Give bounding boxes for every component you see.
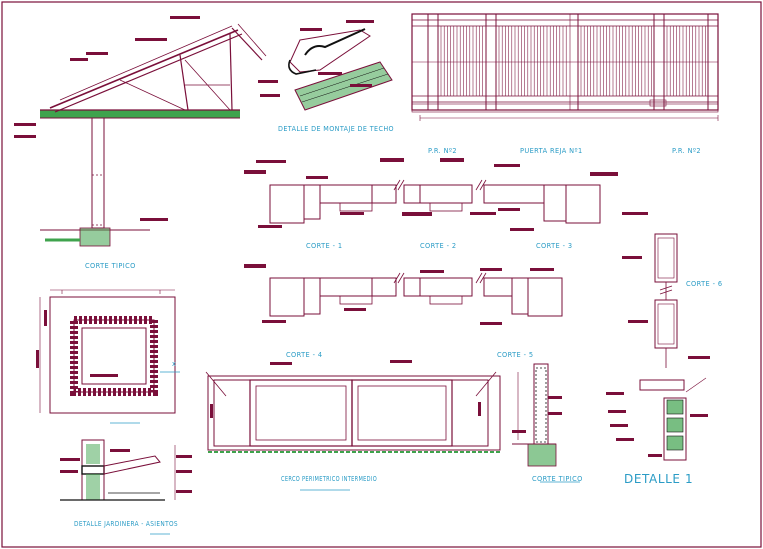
corte-3-label: CORTE - 3 <box>536 242 572 250</box>
corte-2-label: CORTE - 2 <box>420 242 456 250</box>
corte-4-label: CORTE - 4 <box>286 351 322 359</box>
corte-tipico-2-drawing <box>512 363 580 483</box>
corte-row-2-drawing <box>244 264 563 325</box>
techo-detail-title: DETALLE DE MONTAJE DE TECHO <box>278 125 394 133</box>
detalle-1-drawing <box>606 377 708 461</box>
svg-text:x: x <box>172 360 176 368</box>
roof-mount-detail-drawing <box>258 20 393 111</box>
drawing-labels: DETALLE DE MONTAJE DE TECHO P.R. Nº2 PUE… <box>74 125 722 528</box>
corte-6-label: CORTE - 6 <box>686 280 722 288</box>
corte-tipico-label: CORTE TIPICO <box>85 262 136 270</box>
detalle-1-label: DETALLE 1 <box>624 472 693 486</box>
corte-1-label: CORTE - 1 <box>306 242 342 250</box>
corte-5-label: CORTE - 5 <box>497 351 533 359</box>
corte-1-3-drawing <box>244 158 618 231</box>
column-plan-drawing: x <box>36 289 180 424</box>
corte-tipico-2-label: CORTE TIPICO <box>532 475 583 483</box>
puerta-main-label: PUERTA REJA Nº1 <box>520 147 583 155</box>
cerco-label: CERCO PERIMETRICO INTERMEDIO <box>281 475 377 483</box>
puerta-p2-left-label: P.R. Nº2 <box>428 147 457 155</box>
detalle-jardinera-label: DETALLE JARDINERA - ASIENTOS <box>74 520 178 528</box>
jardinera-detail-drawing <box>60 439 192 535</box>
cerco-perimetrico-drawing <box>205 360 501 491</box>
corte-6-drawing <box>622 212 710 368</box>
puerta-p2-right-label: P.R. Nº2 <box>672 147 701 155</box>
roof-section-drawing <box>14 16 267 247</box>
gate-bars <box>440 26 706 96</box>
gate-elevation-drawing <box>411 13 719 121</box>
